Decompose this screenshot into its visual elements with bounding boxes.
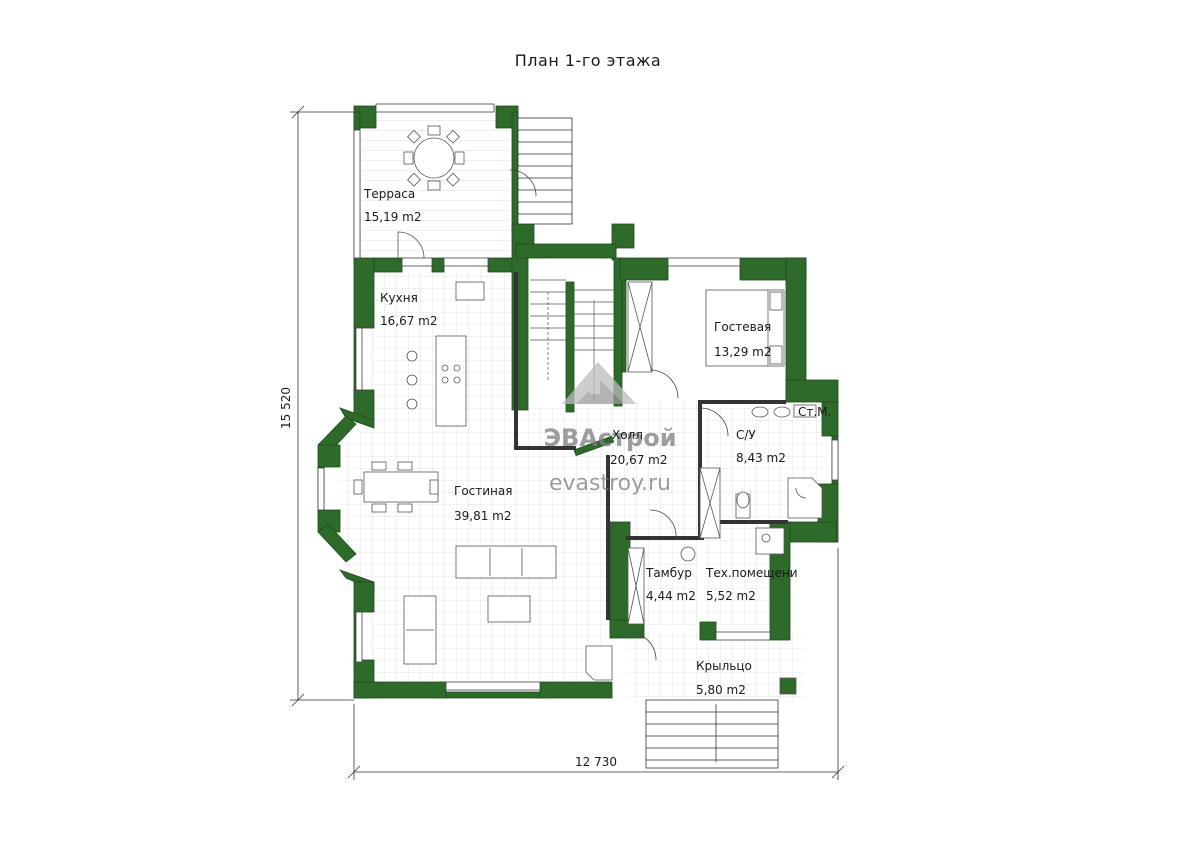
porch-stairs: [645, 699, 779, 769]
dimension-lines: [290, 105, 845, 780]
room-name-tambour: Тамбур: [645, 566, 692, 580]
doors: [509, 169, 729, 661]
washing-machine-label: Ст.М.: [798, 405, 831, 419]
plan-title: План 1-го этажа: [515, 51, 661, 70]
room-name-kitchen: Кухня: [380, 291, 418, 305]
room-area-porch: 5,80 m2: [696, 683, 746, 697]
room-area-bathroom: 8,43 m2: [736, 451, 786, 465]
terrace-stairs: [517, 117, 573, 225]
walls: [317, 105, 839, 699]
room-labels: Терраса 15,19 m2 Кухня 16,67 m2 Гостевая…: [363, 187, 831, 697]
watermark-brand: ЭВАстрой: [543, 424, 676, 452]
room-area-kitchen: 16,67 m2: [380, 314, 438, 328]
room-name-porch: Крыльцо: [696, 659, 752, 673]
watermark: ЭВАстрой evastroy.ru: [543, 362, 677, 496]
indoor-stairs: [530, 279, 614, 400]
room-area-tech: 5,52 m2: [706, 589, 756, 603]
room-area-hall: 20,67 m2: [610, 453, 668, 467]
porch-floor: [628, 632, 804, 702]
room-name-terrace: Терраса: [363, 187, 415, 201]
width-dimension: 12 730: [575, 755, 617, 769]
room-name-living: Гостиная: [454, 484, 512, 498]
room-area-terrace: 15,19 m2: [364, 210, 422, 224]
watermark-site: evastroy.ru: [549, 471, 671, 496]
room-area-tambour: 4,44 m2: [646, 589, 696, 603]
room-name-guest: Гостевая: [714, 320, 771, 334]
room-name-hall: Холл: [612, 428, 643, 442]
room-name-tech: Тех.помещени: [705, 566, 798, 580]
height-dimension: 15 520: [279, 387, 293, 429]
windows: [317, 103, 839, 691]
room-area-living: 39,81 m2: [454, 509, 512, 523]
room-name-bathroom: С/У: [736, 428, 756, 442]
room-area-guest: 13,29 m2: [714, 345, 772, 359]
furniture: [353, 125, 823, 695]
